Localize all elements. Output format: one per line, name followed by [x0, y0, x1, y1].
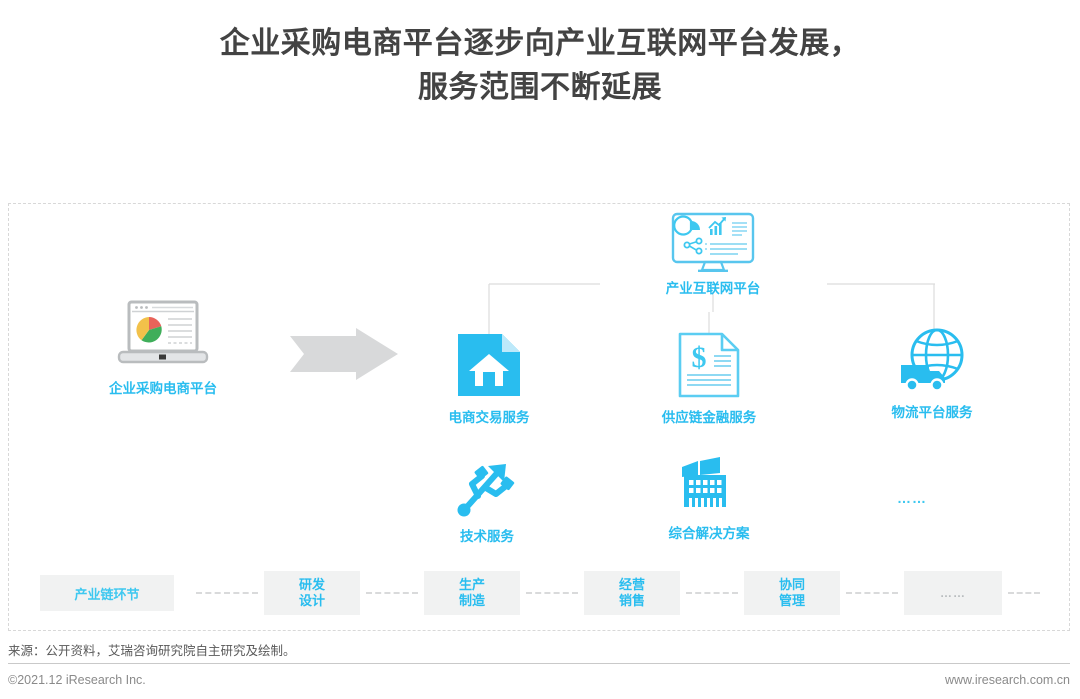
- node-more-services: ……: [837, 490, 987, 506]
- page-title: 企业采购电商平台逐步向产业互联网平台发展， 服务范围不断延展: [0, 22, 1080, 110]
- footer-divider: [8, 663, 1070, 664]
- chain-item-more[interactable]: ……: [904, 571, 1002, 615]
- chain-dash-2: [526, 592, 578, 594]
- svg-text:$: $: [692, 341, 707, 374]
- website-url: www.iresearch.com.cn: [944, 673, 1070, 687]
- chain-item-line1: 经营: [618, 577, 645, 592]
- page-title-line-2: 服务范围不断延展: [418, 71, 662, 104]
- value-chain-strip: 产业链环节 研发 设计 生产 制造 经营 销售 协同 管理 ……: [40, 571, 1040, 615]
- node-label: 物流平台服务: [891, 405, 973, 420]
- chain-dash-0: [196, 592, 258, 594]
- node-logistics-platform-service[interactable]: 物流平台服务: [857, 325, 1007, 422]
- chain-dash-5: [1008, 592, 1040, 594]
- source-note: 来源：公开资料，艾瑞咨询研究院自主研究及绘制。: [8, 644, 296, 658]
- node-label: 产业互联网平台: [665, 281, 761, 296]
- ellipsis-icon: ……: [897, 490, 927, 506]
- globe-truck-icon: [901, 328, 964, 392]
- chain-item-line2: 设计: [298, 593, 325, 608]
- node-supply-chain-finance-service[interactable]: $ 供应链金融服务: [634, 330, 784, 427]
- node-industrial-internet-platform[interactable]: 产业互联网平台: [628, 212, 798, 298]
- node-label: 电商交易服务: [448, 410, 530, 425]
- monitor-analytics-icon: [671, 212, 755, 272]
- node-integrated-solution[interactable]: 综合解决方案: [634, 455, 784, 543]
- copyright-text: ©2021.12 iResearch Inc.: [8, 673, 146, 687]
- laptop-dashboard-icon: [117, 300, 209, 364]
- chain-item-line2: 管理: [778, 593, 805, 608]
- value-chain-title: 产业链环节: [40, 575, 174, 611]
- chain-dash-3: [686, 592, 738, 594]
- value-chain-title-label: 产业链环节: [74, 586, 140, 602]
- right-arrow-icon: [290, 328, 398, 380]
- chain-item-line1: 协同: [778, 577, 805, 592]
- node-label: 综合解决方案: [668, 526, 750, 541]
- factory-icon: [682, 457, 726, 507]
- chain-item-line1: 生产: [458, 577, 485, 592]
- usb-tech-icon: [457, 464, 515, 517]
- node-label: 供应链金融服务: [661, 410, 757, 425]
- node-label: 技术服务: [460, 529, 514, 544]
- chain-item-line2: 制造: [458, 593, 485, 608]
- chain-item-rd-design[interactable]: 研发 设计: [264, 571, 360, 615]
- node-label: 企业采购电商平台: [109, 381, 217, 396]
- chain-item-ellipsis: ……: [940, 586, 966, 600]
- node-ecommerce-procurement-platform[interactable]: 企业采购电商平台: [88, 298, 238, 398]
- chain-dash-1: [366, 592, 418, 594]
- page-title-line-1: 企业采购电商平台逐步向产业互联网平台发展，: [219, 27, 861, 60]
- chain-item-line1: 研发: [298, 577, 325, 592]
- chain-item-collaboration[interactable]: 协同 管理: [744, 571, 840, 615]
- node-technical-service[interactable]: 技术服务: [412, 458, 562, 546]
- diagram-frame: [8, 203, 1070, 631]
- chain-item-production[interactable]: 生产 制造: [424, 571, 520, 615]
- document-dollar-icon: $: [678, 332, 740, 398]
- chain-item-sales[interactable]: 经营 销售: [584, 571, 680, 615]
- document-store-icon: [458, 334, 520, 396]
- chain-item-line2: 销售: [618, 593, 645, 608]
- node-ecommerce-transaction-service[interactable]: 电商交易服务: [414, 330, 564, 427]
- chain-dash-4: [846, 592, 898, 594]
